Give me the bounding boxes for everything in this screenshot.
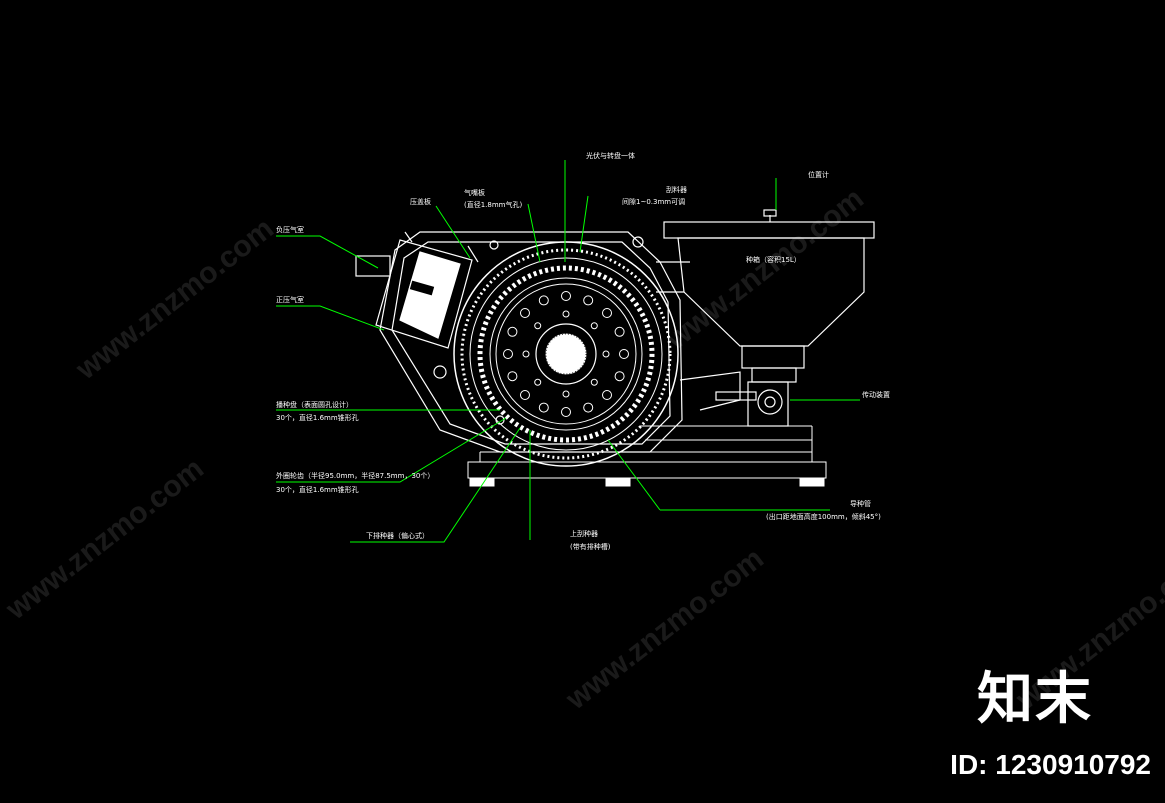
- disc-hole: [561, 407, 571, 417]
- machine-base: [467, 425, 827, 487]
- seed-disc: [453, 241, 679, 467]
- disc-hole: [519, 390, 530, 401]
- disc-hole: [614, 326, 625, 337]
- disc-hole: [583, 295, 594, 306]
- label-lower-seed: 下排种器（偏心式）: [366, 532, 429, 540]
- label-outer-ring: 外圈轮齿（半径95.0mm，半径87.5mm，30个）: [276, 472, 435, 480]
- disc-hole: [522, 350, 530, 358]
- label-nozzle-note: (直径1.8mm气孔): [464, 201, 523, 209]
- label-disc-note: 30个，直径1.6mm锥形孔: [276, 414, 359, 422]
- label-hopper: 种箱（容积15L）: [746, 256, 801, 264]
- label-cover: 压盖板: [410, 198, 431, 206]
- disc-hole: [590, 378, 598, 386]
- disc-hole: [619, 349, 629, 359]
- label-disc: 播种盘（表面圆孔设计）: [276, 401, 353, 409]
- image-id: ID: 1230910792: [950, 749, 1151, 780]
- label-upper-seed: 上刮种器: [570, 530, 598, 538]
- label-seed-tube: 导种管: [850, 500, 871, 508]
- label-gap-note: 间隙1~0.3mm可调: [622, 198, 686, 206]
- label-outer-ring-note: 30个，直径1.6mm锥形孔: [276, 486, 359, 494]
- pressure-chamber: [355, 231, 479, 349]
- disc-hole: [534, 322, 542, 330]
- disc-hole: [583, 402, 594, 413]
- disc-hole: [534, 378, 542, 386]
- label-drive: 传动装置: [862, 391, 890, 399]
- disc-hole: [562, 390, 570, 398]
- label-positive-pressure: 正压气室: [276, 296, 304, 304]
- disc-hole: [590, 322, 598, 330]
- disc-hole: [602, 390, 613, 401]
- disc-hole: [507, 371, 518, 382]
- label-high-pressure: 负压气室: [276, 226, 304, 234]
- disc-hole: [507, 326, 518, 337]
- label-top-center: 光伏与转盘一体: [586, 152, 635, 160]
- disc-hole: [538, 402, 549, 413]
- disc-hole: [538, 295, 549, 306]
- disc-hole: [561, 291, 571, 301]
- label-upper-seed-note: (带有排种槽): [570, 543, 611, 551]
- disc-hole: [602, 307, 613, 318]
- label-gap: 刮料器: [666, 186, 687, 194]
- disc-hole: [519, 307, 530, 318]
- brand-logo: 知末: [977, 667, 1093, 732]
- label-seed-tube-note: (出口距地面高度100mm，倾斜45°): [766, 513, 881, 521]
- disc-hole: [503, 349, 513, 359]
- label-hopper-top: 位置计: [808, 171, 829, 179]
- disc-hole: [614, 371, 625, 382]
- disc-hole: [562, 310, 570, 318]
- label-nozzle: 气嘴板: [464, 189, 485, 197]
- seed-hopper: [656, 209, 875, 427]
- disc-hole: [602, 350, 610, 358]
- leader-lines: [276, 160, 860, 543]
